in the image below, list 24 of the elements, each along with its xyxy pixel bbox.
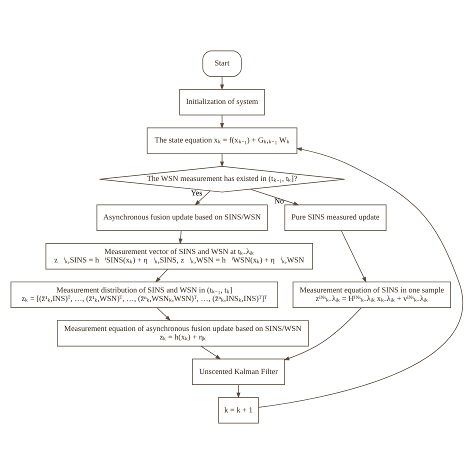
arrow (220, 114, 224, 129)
node-box: Measurement equation of SINS in one sample zᴵᴺˢₖ₋λᵢₖ = Hᴵᴺˢₖ₋λᵢₖ xₖ₋λᵢₖ + vᴵᴺˢₖ₋λᵢₖ (292, 282, 451, 308)
arrow (200, 346, 222, 360)
node-box: Measurement distribution of SINS and WSN in (tₖ₋₁, tₖ] zₖ = [(z̄¹ₖ,INS)ᵀ, …, (z̄¹ₖ,WSN)ᵀ, …, (z̄ⁿₖ,WSNₖ,WSN)ᵀ, …, (z̄ⁿₖ,INSₖ,INS)ᵀ]ᵀ (10, 282, 278, 308)
node-box: Pure SINS measured update (284, 204, 386, 231)
arrow (236, 384, 240, 398)
edge-label: No (274, 196, 284, 206)
node-box: Asynchronous fusion update based on SINS/WSN (96, 204, 268, 231)
arrow (155, 268, 168, 283)
node-box: Measurement equation of asynchronous fusion update based on SINS/WSN zₖ = h(xₖ) + ηₖ (56, 320, 309, 346)
arrow (284, 307, 362, 360)
arrow (194, 190, 211, 206)
arrow (220, 76, 224, 90)
node-box: k = k + 1 (218, 397, 259, 424)
node-box: Measurement vector of SINS and WSN at tₖ₋λᵢₖ z⃗ⁱₖ,SINS = h⃗ⁱSINS(xₖ) + η⃗ⁱₖ,SINS, z⃗ⁱₖ,WSN = h⃗ⁱWSN(xₖ) + η⃗ⁱₖ,WSN (46, 243, 313, 270)
arrow (178, 230, 183, 244)
arrow (340, 230, 366, 283)
arrow (156, 307, 171, 322)
arrow (258, 147, 464, 408)
node-box: Start (202, 50, 242, 77)
node-box: The state equation xₖ = f(xₖ₋₁) + Gₖ,ₖ₋₁ Wₖ (146, 128, 298, 154)
node-box: Initialization of system (179, 89, 265, 116)
arrow (220, 153, 224, 168)
node-box: Unscented Kalman Filter (192, 358, 285, 385)
